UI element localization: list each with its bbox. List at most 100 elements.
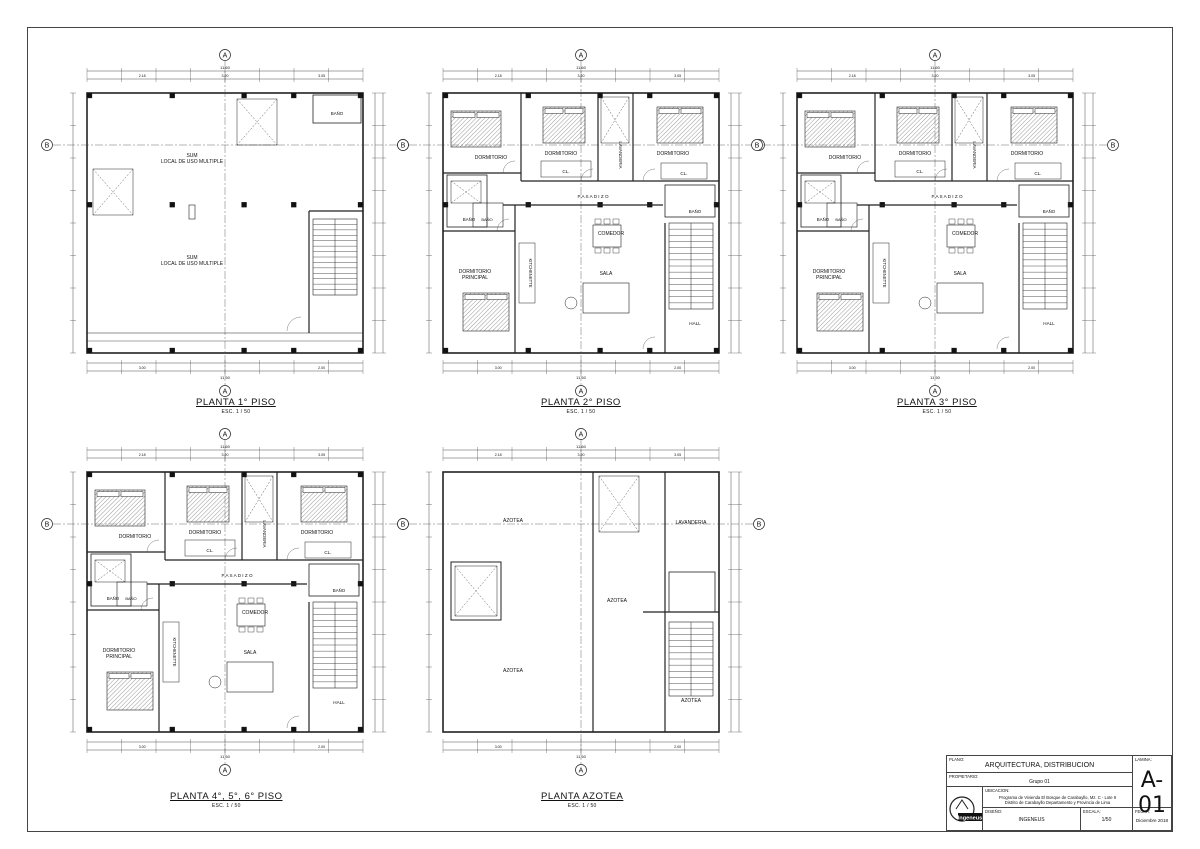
pillow (464, 294, 486, 300)
plan-scale: ESC. 1 / 50 (922, 409, 952, 415)
axis-bubble (929, 385, 941, 397)
room-label: COMEDOR (242, 610, 269, 616)
room-label: DORMITORIO (1011, 151, 1044, 157)
column (86, 471, 93, 478)
axis-label: B (755, 143, 760, 150)
armchair (208, 675, 222, 689)
chair (594, 218, 602, 225)
door-swing (140, 597, 154, 611)
plan-title-3: PLANTA 3° PISO ESC. 1 / 50 (897, 397, 977, 415)
room-label: DORMITORIO (301, 530, 334, 536)
pillow (918, 108, 938, 114)
column (241, 92, 247, 99)
plan-2: 11.6011.602.183.203.053.002.00AABBDORMIT… (397, 49, 765, 397)
plan-title-text: PLANTA 2° PISO (541, 397, 621, 408)
company-logo: Ingeneus (947, 787, 983, 831)
dim-text: 11.60 (576, 375, 586, 380)
room-label: BAÑO (463, 217, 476, 222)
room-label: DORMITORIO (459, 269, 492, 275)
shaft-cross (236, 98, 278, 146)
plano-cell: PLANO: ARQUITECTURA, DISTRIBUCION (947, 756, 1133, 773)
pillow (830, 112, 854, 118)
shaft-cross (804, 180, 836, 204)
column (291, 471, 297, 478)
axis-label: B (1111, 143, 1116, 150)
pillow (486, 294, 508, 300)
plano-value: ARQUITECTURA, DISTRIBUCION (984, 762, 1095, 769)
column (357, 92, 364, 99)
axis-bubble (929, 49, 941, 61)
pillow (302, 487, 324, 493)
plan-scale: ESC. 1 / 50 (221, 409, 251, 415)
plan-title-text: PLANTA 3° PISO (897, 397, 977, 408)
column (241, 726, 247, 733)
axis-bubble (575, 49, 587, 61)
axis-bubble (575, 385, 587, 397)
axis-label: B (757, 522, 762, 529)
column (1067, 347, 1074, 354)
column (796, 202, 803, 208)
room-label: P A S A D I Z O (221, 573, 252, 578)
dim-text: 3.00 (139, 745, 146, 749)
dim-text: 11.60 (576, 754, 586, 759)
chair (256, 626, 264, 633)
pillow (680, 108, 702, 114)
door-swing (642, 336, 656, 350)
room-label: COMEDOR (598, 231, 625, 237)
dim-text: 2.18 (139, 74, 146, 78)
room-label: LOCAL DE USO MULTIPLE (161, 261, 224, 267)
dim-text: 3.00 (849, 366, 856, 370)
column (647, 347, 653, 354)
logo-icon: Ingeneus (949, 796, 983, 822)
chair (238, 626, 246, 633)
dining-table (946, 224, 976, 248)
axis-label: A (579, 432, 584, 439)
fecha-value: Diciembre 2018 (1135, 818, 1169, 823)
dim-text: 11.60 (576, 444, 586, 449)
svg-text:Ingeneus: Ingeneus (958, 815, 983, 821)
shaft-cross (92, 168, 134, 216)
room-label: CL. (680, 171, 687, 176)
plan-scale: ESC. 1 / 50 (566, 409, 596, 415)
room-label: BAÑO (331, 111, 344, 116)
sheet-frame (27, 27, 1173, 832)
counter (162, 621, 180, 683)
axis-bubble (753, 518, 765, 530)
door-swing (996, 168, 1010, 182)
pillow (120, 491, 144, 497)
column (796, 92, 803, 99)
ubicacion-line-2: Distrito de Carabayllo Departamento y Pr… (1004, 800, 1111, 805)
pillow (564, 108, 584, 114)
door-swing (224, 547, 238, 561)
room-label: AZOTEA (681, 698, 702, 704)
escala-cell: ESCALA: 1/50 (1081, 808, 1133, 831)
pillow (452, 112, 476, 118)
pillow (840, 294, 862, 300)
shaft-cross (600, 96, 630, 144)
bathroom (800, 174, 842, 228)
lamina-value: A-01 (1138, 768, 1166, 818)
plan-scale: ESC. 1 / 50 (567, 803, 597, 809)
plan-1: 11.6011.602.183.203.053.002.00AABBBAÑOSU… (41, 49, 409, 397)
room-label: COMEDOR (952, 231, 979, 237)
door-swing (580, 168, 594, 182)
pillow (658, 108, 680, 114)
door-swing (146, 539, 160, 553)
propietario-value: Grupo 01 (1029, 779, 1050, 785)
diseno-value: INGENEUS (1018, 817, 1045, 823)
plan-title-text: PLANTA 1° PISO (196, 397, 276, 408)
shaft (244, 475, 274, 523)
room-label: PRINCIPAL (106, 654, 132, 660)
dim-text: 2.00 (318, 366, 325, 370)
room-label: SALA (244, 650, 257, 656)
door-swing (996, 336, 1010, 350)
column (357, 347, 364, 354)
bathroom (668, 571, 716, 613)
room-label: LAVANDERIA (972, 141, 977, 168)
chair (247, 597, 255, 604)
room-label: SUM (186, 153, 197, 159)
column (357, 581, 364, 587)
column (169, 92, 175, 99)
axis-bubble (219, 764, 231, 776)
